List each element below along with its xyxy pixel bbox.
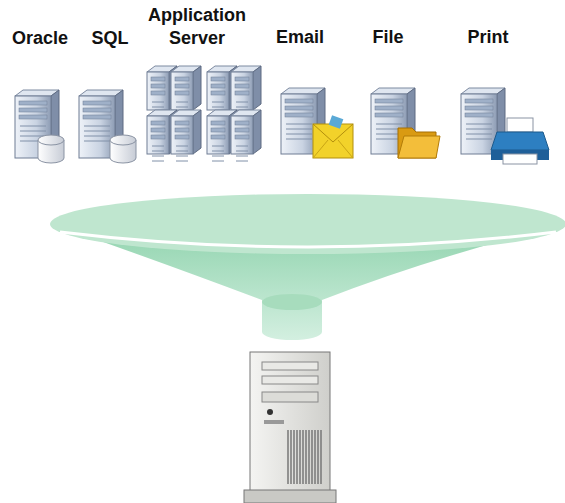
database-disk xyxy=(38,135,136,163)
server-icons xyxy=(15,66,505,161)
printer xyxy=(491,118,549,164)
server-label: Print xyxy=(467,26,508,49)
file-folder xyxy=(398,128,440,158)
server-cabinet xyxy=(231,110,261,161)
server-cabinet xyxy=(231,66,261,117)
funnel xyxy=(50,194,565,340)
central-server xyxy=(244,352,336,503)
email-envelope xyxy=(313,115,353,158)
server-label: Oracle xyxy=(12,27,68,50)
server-label: Application Server xyxy=(141,4,253,50)
server-label: SQL xyxy=(91,27,128,50)
server-label: Email xyxy=(276,26,324,49)
server-label: File xyxy=(372,26,403,49)
server-cabinet xyxy=(171,66,201,117)
server-cabinet xyxy=(171,110,201,161)
